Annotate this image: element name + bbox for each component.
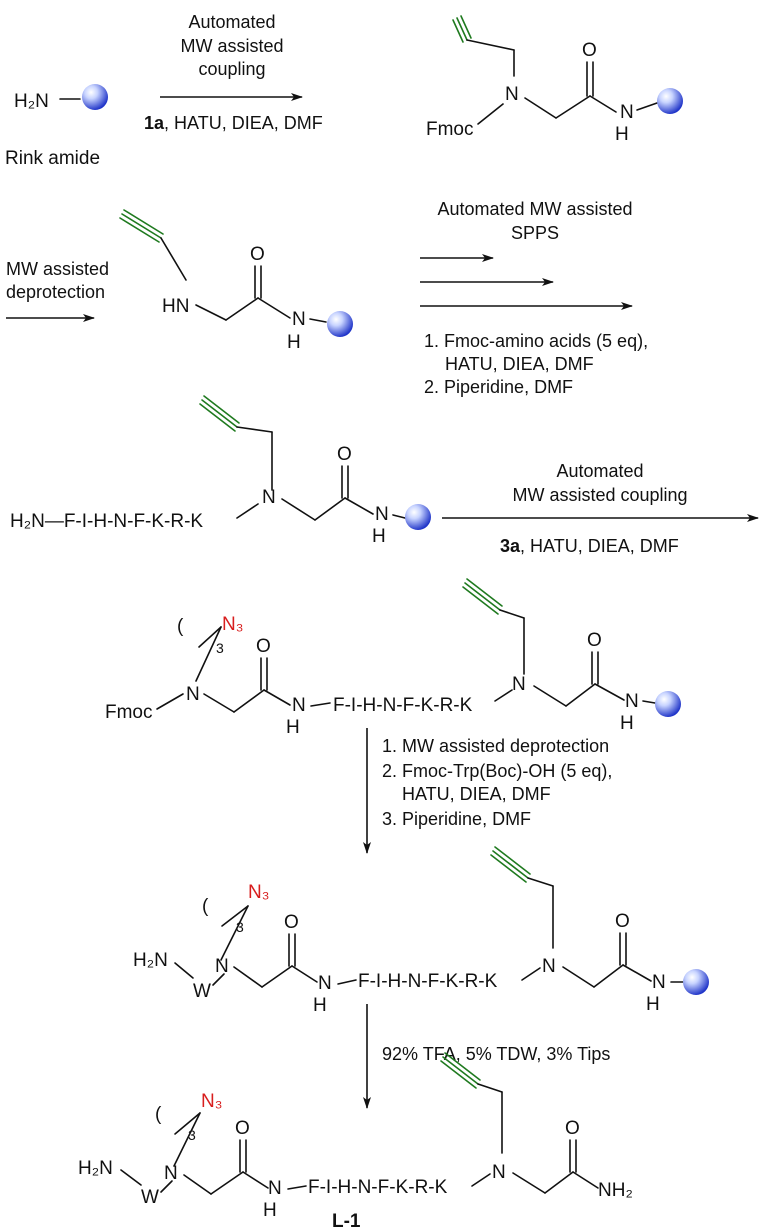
h-label: H	[287, 332, 301, 353]
sub3-label: 3	[216, 640, 224, 656]
h-label: H	[372, 526, 386, 547]
step2-arrow-group: MW assisted deprotection	[6, 259, 109, 322]
n3-label: N₃	[222, 614, 243, 635]
paren-label: (	[155, 1104, 162, 1125]
n-label: N	[505, 84, 519, 105]
resin-bead-icon	[657, 88, 683, 114]
peptide-chain-label: F-I-H-N-F-K-R-K	[333, 695, 473, 716]
step1-line1: Automated	[188, 12, 275, 32]
o-label: O	[587, 630, 602, 651]
resin-bead-icon	[655, 691, 681, 717]
compound-label: L-1	[332, 1211, 361, 1231]
rink-amide-label: Rink amide	[5, 148, 100, 169]
nh-label: N	[292, 695, 306, 716]
step5-cond2: 2. Fmoc-Trp(Boc)-OH (5 eq),	[382, 761, 612, 781]
final-product-l1: ( 3 N₃ N H₂N W O N H F-I-H-N-F-K-R-K N O…	[78, 1052, 633, 1231]
n-label: N	[164, 1163, 178, 1184]
fmoc-label: Fmoc	[105, 702, 153, 723]
o-label: O	[284, 912, 299, 933]
sub3-label: 3	[236, 919, 244, 935]
step3-cond1: 1. Fmoc-amino acids (5 eq),	[424, 331, 648, 351]
step1-line3: coupling	[198, 59, 265, 79]
o-label: O	[235, 1118, 250, 1139]
step3-line1: Automated MW assisted	[437, 199, 632, 219]
nh-label: N	[620, 102, 634, 123]
fmoc-propargyl-glycine-resin: N Fmoc O N H	[426, 15, 683, 145]
step3-line2: SPPS	[511, 223, 559, 243]
paren-label: (	[202, 896, 209, 917]
nh-label: N	[652, 972, 666, 993]
n-label: N	[542, 956, 556, 977]
n-label: N	[512, 674, 526, 695]
step5-cond2b: HATU, DIEA, DMF	[402, 784, 551, 804]
peptide-chain-label: F-I-H-N-F-K-R-K	[358, 971, 498, 992]
h-label: H	[313, 995, 327, 1016]
step1-line2: MW assisted	[180, 36, 283, 56]
o-label: O	[337, 444, 352, 465]
h2n-label: H₂N	[78, 1158, 113, 1179]
n-label: N	[215, 956, 229, 977]
w-label: W	[193, 981, 211, 1002]
peptide-resin-intermediate: H₂N—F-I-H-N-F-K-R-K N O N H	[10, 395, 431, 547]
nh2-label: NH₂	[598, 1180, 633, 1201]
h-label: H	[646, 994, 660, 1015]
o-label: O	[615, 911, 630, 932]
step1-reagents: 1a, HATU, DIEA, DMF	[144, 113, 323, 133]
paren-label: (	[177, 616, 184, 637]
step2-line1: MW assisted	[6, 259, 109, 279]
resin-bead-icon	[683, 969, 709, 995]
sub3-label: 3	[188, 1127, 196, 1143]
hn-label: HN	[162, 296, 189, 317]
o-label: O	[256, 636, 271, 657]
step5-cond1: 1. MW assisted deprotection	[382, 736, 609, 756]
n-label: N	[492, 1162, 506, 1183]
resin-bead-icon	[327, 311, 353, 337]
h-label: H	[615, 124, 629, 145]
resin-bead-icon	[82, 84, 108, 110]
peptide-chain-label: F-I-H-N-F-K-R-K	[308, 1177, 448, 1198]
resin-bead-icon	[405, 504, 431, 530]
step4-line2: MW assisted coupling	[512, 485, 687, 505]
n3-label: N₃	[201, 1091, 222, 1112]
h2n-label: H₂N	[14, 91, 49, 112]
step5-cond3: 3. Piperidine, DMF	[382, 809, 531, 829]
fmoc-azido-peptoid-resin: ( 3 N₃ N Fmoc O N H F-I-H-N-F-K-R-K N O …	[105, 578, 681, 738]
trp-azido-peptoid-resin: ( 3 N₃ N H₂N W O N H F-I-H-N-F-K-R-K N O…	[133, 846, 709, 1016]
n-label: N	[186, 684, 200, 705]
w-label: W	[141, 1187, 159, 1208]
step3-cond1b: HATU, DIEA, DMF	[445, 354, 594, 374]
step6-arrow-group: 92% TFA, 5% TDW, 3% Tips	[363, 1004, 610, 1109]
step2-line2: deprotection	[6, 282, 105, 302]
step3-arrow-group: Automated MW assisted SPPS 1. Fmoc-amino…	[420, 199, 648, 397]
o-label: O	[582, 40, 597, 61]
step5-arrow-group: 1. MW assisted deprotection 2. Fmoc-Trp(…	[363, 728, 612, 854]
h-label: H	[620, 713, 634, 734]
rink-amide-resin: H₂N Rink amide	[5, 84, 108, 169]
nh-label: N	[318, 973, 332, 994]
propargyl-glycine-resin: HN O N H	[119, 209, 353, 353]
step4-line1: Automated	[556, 461, 643, 481]
h-label: H	[263, 1200, 277, 1221]
o-label: O	[250, 244, 265, 265]
h2n-label: H₂N	[133, 950, 168, 971]
n-label: N	[262, 487, 276, 508]
step3-cond2: 2. Piperidine, DMF	[424, 377, 573, 397]
nh-label: N	[268, 1178, 282, 1199]
nh-label: N	[375, 504, 389, 525]
nh-label: N	[625, 691, 639, 712]
nh-label: N	[292, 309, 306, 330]
n3-label: N₃	[248, 882, 269, 903]
step4-reagents: 3a, HATU, DIEA, DMF	[500, 536, 679, 556]
o-label: O	[565, 1118, 580, 1139]
step4-arrow-group: Automated MW assisted coupling 3a, HATU,…	[442, 461, 759, 556]
step6-cond1: 92% TFA, 5% TDW, 3% Tips	[382, 1044, 610, 1064]
h-label: H	[286, 717, 300, 738]
fmoc-label: Fmoc	[426, 119, 474, 140]
peptide-chain-label: H₂N—F-I-H-N-F-K-R-K	[10, 511, 203, 532]
step1-arrow-group: Automated MW assisted coupling 1a, HATU,…	[144, 12, 323, 133]
